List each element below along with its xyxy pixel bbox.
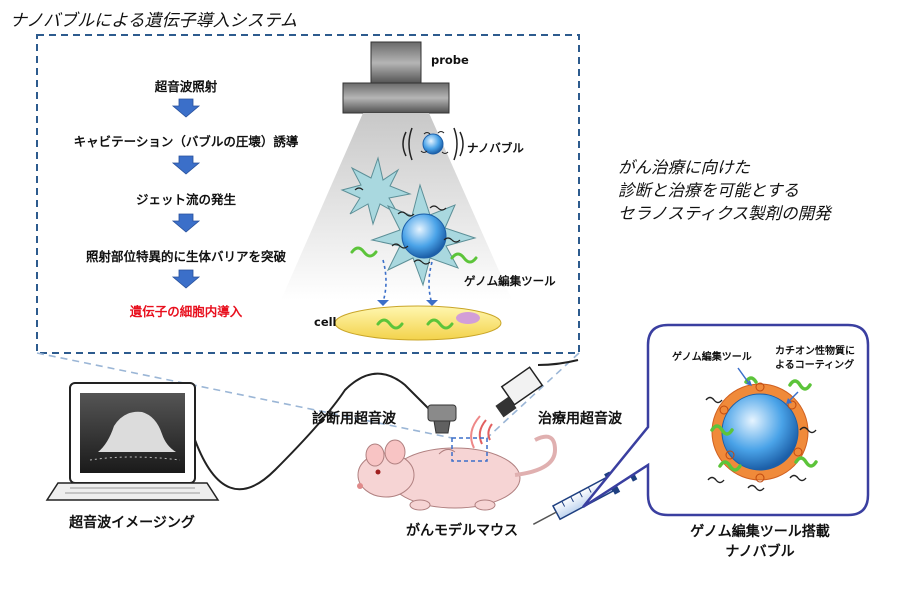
main-title: ナノバブルによる遺伝子導入システム	[10, 11, 298, 31]
therapeutic-probe	[470, 359, 579, 449]
diagnostic-ultrasound-label: 診断用超音波	[312, 411, 396, 427]
zoom-line-right	[486, 352, 580, 439]
flow-arrow-4	[171, 269, 201, 289]
diagnostic-cable	[194, 372, 436, 491]
flow-step-4: 照射部位特異的に生体バリアを突破	[85, 249, 287, 264]
genome-tool-label: ゲノム編集ツール	[464, 274, 556, 288]
probe-label: probe	[431, 53, 469, 67]
callout-coating-label-1: カチオン性物質に	[775, 346, 855, 357]
imaging-label: 超音波イメージング	[69, 515, 195, 531]
flow-step-2: キャビテーション（バブルの圧壊）誘導	[73, 134, 299, 149]
cell-graphic	[334, 305, 502, 341]
callout-arrow-tool	[737, 367, 749, 383]
mouse-label: がんモデルマウス	[406, 523, 518, 539]
probe-graphic	[342, 41, 450, 114]
mouse-graphic	[357, 434, 558, 511]
bubble-squiggles	[354, 187, 461, 265]
flow-arrows	[171, 98, 201, 289]
burst-shape-1	[340, 156, 412, 226]
tagline-line-2: 診断と治療を可能とする	[618, 181, 800, 200]
flow-final-step: 遺伝子の細胞内導入	[129, 304, 243, 319]
diagnostic-probe	[427, 404, 457, 434]
inset-frame	[36, 34, 580, 354]
cell-label: cell	[314, 315, 337, 329]
tumor-region	[451, 437, 488, 462]
flow-arrow-1	[171, 98, 201, 118]
tagline-line-3: セラノスティクス製剤の開発	[618, 204, 831, 223]
laptop-graphic	[45, 382, 220, 501]
ultrasound-beam	[281, 113, 512, 300]
small-nanobubble	[402, 127, 464, 161]
nanobubble-label: ナノバブル	[467, 141, 524, 155]
zoom-line-left	[36, 352, 453, 439]
callout-tool-label: ゲノム編集ツール	[672, 352, 752, 363]
flow-step-3: ジェット流の発生	[135, 192, 237, 207]
flow-step-1: 超音波照射	[154, 79, 218, 94]
large-nanobubble	[401, 213, 447, 259]
bubble-title-line-1: ゲノム編集ツール搭載	[690, 524, 830, 540]
callout-coating-label-2: よるコーティング	[775, 360, 855, 371]
flow-arrow-3	[171, 213, 201, 233]
flow-arrow-2	[171, 155, 201, 175]
tagline-line-1: がん治療に向けた	[618, 158, 750, 177]
therapeutic-ultrasound-label: 治療用超音波	[538, 411, 622, 427]
cell-nucleus	[456, 312, 480, 324]
coated-nanobubble	[705, 376, 818, 492]
bubble-title-line-2: ナノバブル	[725, 544, 795, 560]
